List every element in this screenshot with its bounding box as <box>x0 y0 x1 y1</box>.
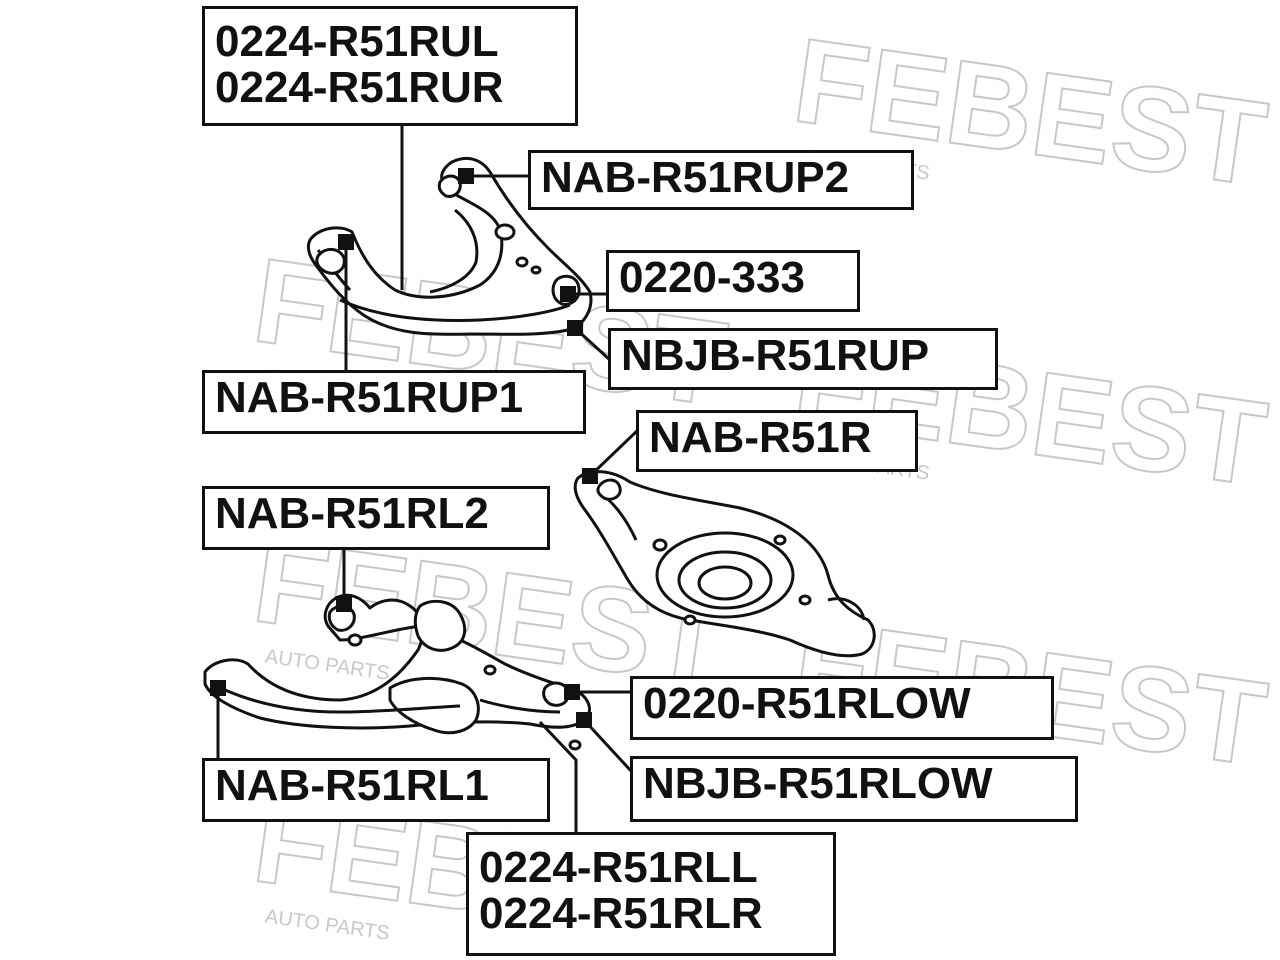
leader-nbjb-rlow <box>582 718 634 774</box>
label-upper-arm-left: 0224-R51RUL <box>215 17 499 66</box>
marker-nbjb-rup <box>567 320 583 336</box>
marker-0220-rlow <box>564 684 580 700</box>
label-nab-rl1-text: NAB-R51RL1 <box>215 761 489 810</box>
label-0220-333-text: 0220-333 <box>619 253 805 302</box>
rear-lower-spring-arm <box>573 470 876 658</box>
label-nab-rl1: NAB-R51RL1 <box>202 758 550 822</box>
label-nab-rup2: NAB-R51RUP2 <box>528 150 914 210</box>
marker-nab-rup2 <box>458 168 474 184</box>
point-markers <box>210 168 598 728</box>
label-nab-r: NAB-R51R <box>636 410 918 472</box>
label-nab-rup1: NAB-R51RUP1 <box>202 370 586 434</box>
label-nab-rl2-text: NAB-R51RL2 <box>215 489 489 538</box>
marker-0220-333 <box>560 286 576 302</box>
marker-nab-rup1 <box>338 234 354 250</box>
label-upper-arm-right: 0224-R51RUR <box>215 63 504 112</box>
label-nbjb-rlow: NBJB-R51RLOW <box>630 756 1078 822</box>
label-nab-rl2: NAB-R51RL2 <box>202 486 550 550</box>
label-nbjb-rup: NBJB-R51RUP <box>608 328 998 390</box>
leader-lower-arm <box>538 720 578 834</box>
marker-nab-r <box>582 468 598 484</box>
label-nbjb-rup-text: NBJB-R51RUP <box>621 331 930 380</box>
label-lower-arm-right: 0224-R51RLR <box>479 889 763 938</box>
label-lower-arm-left: 0224-R51RLL <box>479 843 758 892</box>
label-nbjb-rlow-text: NBJB-R51RLOW <box>643 759 993 808</box>
label-nab-rup1-text: NAB-R51RUP1 <box>215 373 524 422</box>
marker-nbjb-rlow <box>576 712 592 728</box>
label-upper-arm: 0224-R51RUL 0224-R51RUR <box>202 6 578 126</box>
label-0220-rlow-text: 0220-R51RLOW <box>643 679 971 728</box>
label-lower-arm: 0224-R51RLL 0224-R51RLR <box>466 832 836 956</box>
label-nab-rup2-text: NAB-R51RUP2 <box>541 153 850 202</box>
label-0220-rlow: 0220-R51RLOW <box>630 676 1054 740</box>
marker-nab-rl2 <box>336 596 352 612</box>
marker-nab-rl1 <box>210 680 226 696</box>
label-0220-333: 0220-333 <box>606 250 860 312</box>
lower-control-arm <box>203 593 591 751</box>
label-nab-r-text: NAB-R51R <box>649 413 872 462</box>
